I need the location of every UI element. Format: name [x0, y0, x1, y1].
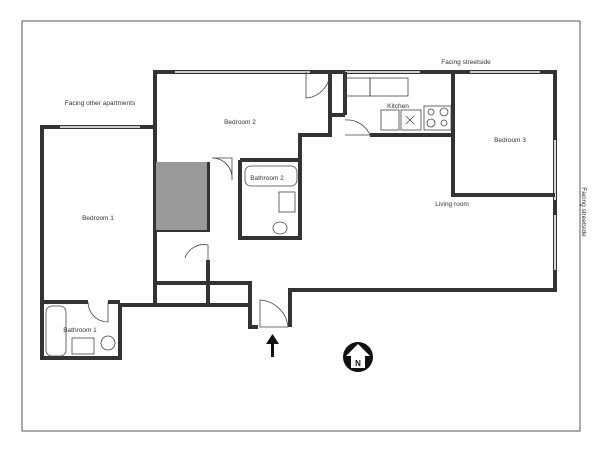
label-bathroom-2: Bathroom 2: [250, 175, 284, 182]
label-kitchen: Kitchen: [387, 103, 409, 110]
north-compass-icon: N: [343, 342, 373, 372]
compass-letter: N: [355, 359, 361, 368]
label-facing-street-right: Facing streetside: [580, 187, 587, 237]
page-frame: [21, 20, 581, 432]
toilet-2: [272, 221, 288, 235]
doors: [87, 71, 371, 328]
stove: [423, 105, 452, 131]
label-facing-street-top: Facing streetside: [441, 59, 491, 66]
fixtures: [45, 77, 452, 357]
bathtub-1: [45, 305, 67, 357]
sink-1: [71, 337, 95, 355]
label-living-room: Living room: [435, 201, 469, 208]
closet-shaded: [156, 162, 207, 230]
bathtub-2: [244, 165, 298, 187]
label-bedroom-1: Bedroom 1: [82, 215, 114, 222]
label-bedroom-2: Bedroom 2: [224, 119, 256, 126]
label-bathroom-1: Bathroom 1: [63, 327, 97, 334]
toilet-1: [100, 335, 116, 351]
label-bedroom-3: Bedroom 3: [494, 137, 526, 144]
kitchen-sink: [380, 109, 400, 131]
entrance-arrow-icon: [266, 334, 279, 357]
walls: [40, 70, 557, 360]
label-facing-other: Facing other apartments: [65, 100, 136, 107]
sink-2: [278, 191, 296, 213]
dishwasher: [400, 109, 422, 131]
